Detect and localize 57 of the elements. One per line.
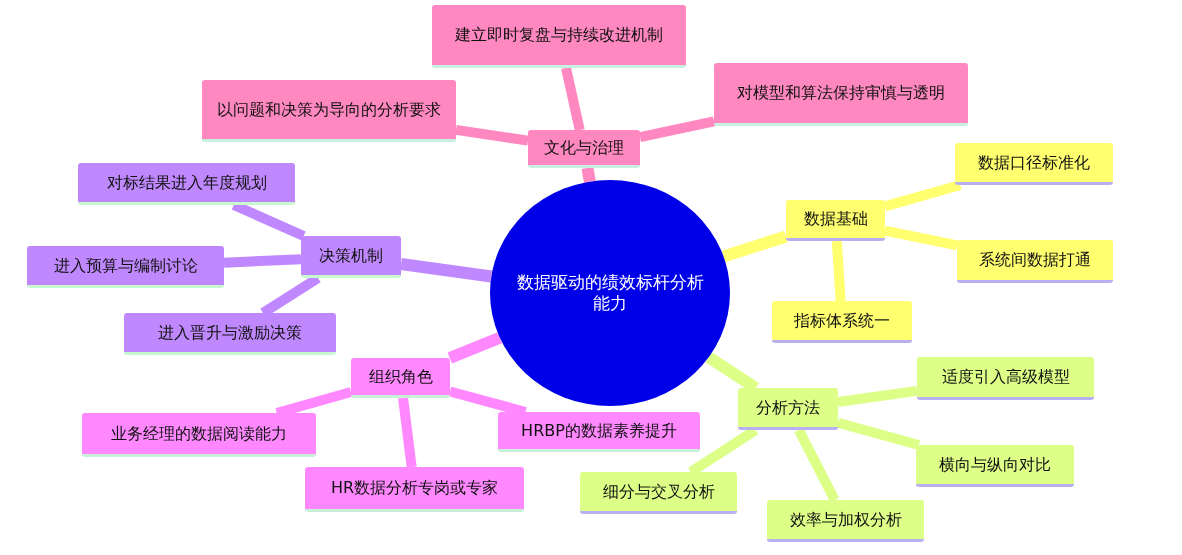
branch-topic-box [786,200,885,241]
topic-text: 对模型和算法保持审慎与透明 [737,83,945,103]
branch-topic-box [738,388,838,430]
connector-line [398,397,417,468]
topic-text: HRBP的数据素养提升 [521,420,677,441]
topic-text: 系统间数据打通 [979,250,1091,270]
connector-line [721,230,788,263]
topic-text: 指标体系统一 [794,310,890,331]
subtopic-box [202,80,456,142]
subtopic-box [78,163,295,205]
subtopic-box [498,412,700,452]
connector-line [638,116,716,142]
topic-text: HR数据分析专岗或专家 [330,478,499,498]
topic-text: 横向与纵向对比 [939,454,1051,475]
connector-line [884,225,958,251]
topic-text: 分析方法 [756,397,820,418]
topic-text: 决策机制 [319,245,383,266]
subtopic-box [580,472,737,514]
topic-text: 进入晋升与激励决策 [158,322,302,343]
topic-text: 组织角色 [368,366,433,387]
topic-text: 数据口径标准化 [978,152,1090,173]
subtopic-box [714,63,968,126]
subtopic-box [916,445,1074,487]
connector-line [883,180,962,212]
connector-line [223,254,302,268]
subtopic-box [82,413,316,457]
branch-topic-box [351,358,450,398]
subtopic-box [124,313,336,355]
topic-text: 细分与交叉分析 [602,481,715,502]
subtopic-box [955,143,1113,185]
topic-text: 文化与治理 [544,137,624,158]
connector-line [447,332,503,364]
subtopic-box [772,301,912,343]
branch-topic-box [301,236,401,278]
connector-line [831,240,846,302]
connector-line [561,66,585,132]
topic-text: 效率与加权分析 [789,509,902,530]
branch-topic-box [528,130,640,168]
subtopic-box [432,5,686,68]
connector-line [400,258,493,283]
topic-text: 适度引入高级模型 [941,367,1070,387]
subtopic-box [27,246,224,288]
subtopic-box [957,240,1113,283]
topic-text: 业务经理的数据阅读能力 [111,423,287,444]
topic-text: 数据驱动的绩效标杆分析能力 [515,271,705,315]
topic-text: 进入预算与编制讨论 [53,255,198,276]
connector-line [837,385,918,407]
subtopic-box [767,500,924,542]
topic-text: 对标结果进入年度规划 [106,172,267,193]
topic-text: 以问题和决策为导向的分析要求 [217,99,441,120]
connector-line [581,166,596,183]
topic-text: 建立即时复盘与持续改进机制 [455,25,663,45]
topic-text: 数据基础 [803,209,868,229]
connector-line [455,125,529,146]
connector-line [836,417,921,450]
subtopic-box [305,467,524,512]
subtopic-box [917,357,1094,400]
